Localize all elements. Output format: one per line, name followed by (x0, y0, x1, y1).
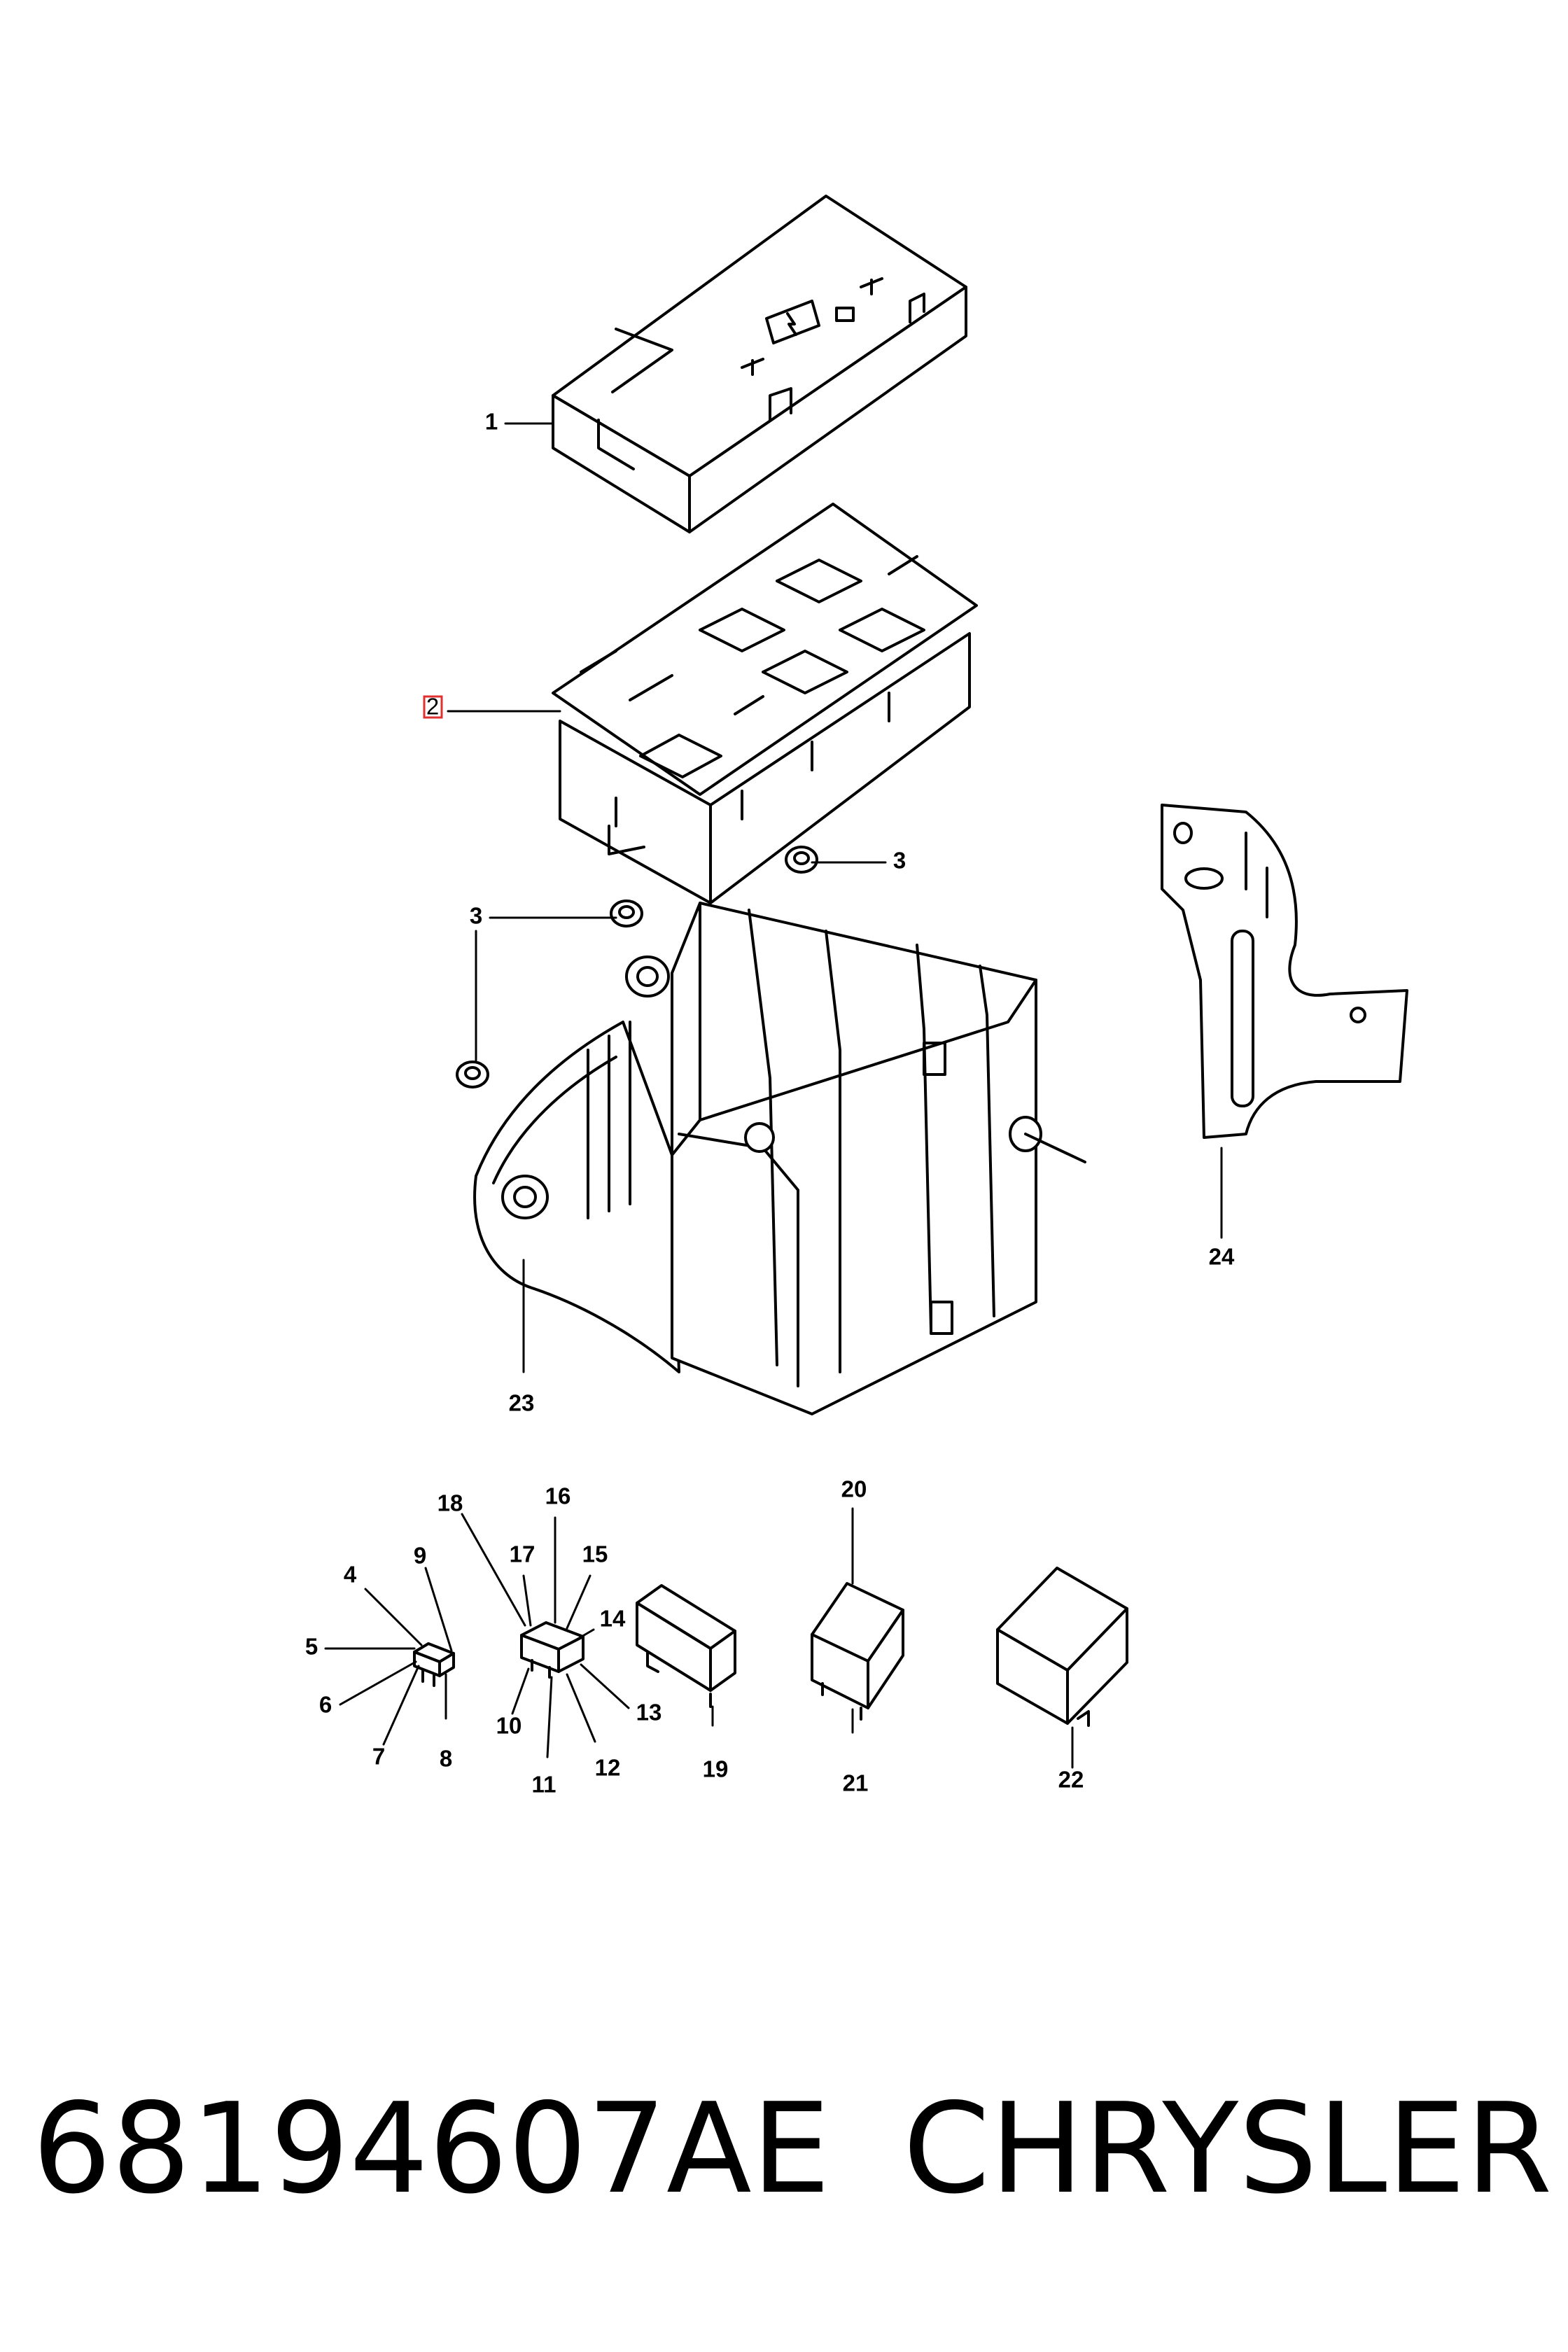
callout-6: 6 (319, 1692, 332, 1718)
fuse-holder (636, 1584, 736, 1708)
callout-20: 20 (841, 1476, 867, 1502)
callout-21: 21 (843, 1770, 869, 1796)
callout-24: 24 (1209, 1244, 1235, 1270)
nut-upper-left (610, 899, 643, 927)
callout-12: 12 (595, 1755, 621, 1781)
fuse-box-body (552, 503, 978, 904)
callout-5: 5 (305, 1634, 318, 1660)
callout-3-right: 3 (893, 848, 906, 874)
callout-18: 18 (438, 1490, 463, 1516)
footer: 68194607AE CHRYSLER (0, 2072, 1568, 2240)
metal-bracket (1161, 804, 1408, 1139)
nut-lower-left (456, 1060, 489, 1088)
part-number: 68194607AE (32, 2076, 831, 2221)
mini-fuse (413, 1642, 455, 1687)
callout-16: 16 (545, 1483, 571, 1509)
callout-9: 9 (414, 1543, 426, 1569)
callout-14: 14 (600, 1606, 626, 1632)
leader-lines (324, 422, 1223, 1769)
callout-17: 17 (510, 1541, 536, 1567)
nut-upper-right (785, 846, 818, 874)
callout-23: 23 (509, 1390, 535, 1416)
callout-10: 10 (496, 1713, 522, 1739)
fuse-box-cover (552, 195, 967, 533)
callout-2-highlight (423, 695, 443, 719)
callout-19: 19 (703, 1756, 729, 1782)
callout-1: 1 (485, 409, 498, 435)
callout-2: 2 (426, 694, 439, 720)
brand-name: CHRYSLER (903, 2076, 1553, 2221)
callout-15: 15 (582, 1541, 608, 1567)
callout-22: 22 (1058, 1767, 1084, 1793)
mounting-tray (473, 902, 1086, 1415)
callout-3-left: 3 (470, 903, 482, 929)
callout-13: 13 (636, 1700, 662, 1726)
callout-4: 4 (344, 1562, 357, 1588)
callout-11: 11 (532, 1772, 556, 1798)
callout-8: 8 (440, 1746, 452, 1772)
mini-relay (996, 1567, 1128, 1727)
callout-7: 7 (372, 1744, 385, 1770)
micro-relay (811, 1582, 904, 1721)
maxi-fuse (520, 1621, 584, 1679)
